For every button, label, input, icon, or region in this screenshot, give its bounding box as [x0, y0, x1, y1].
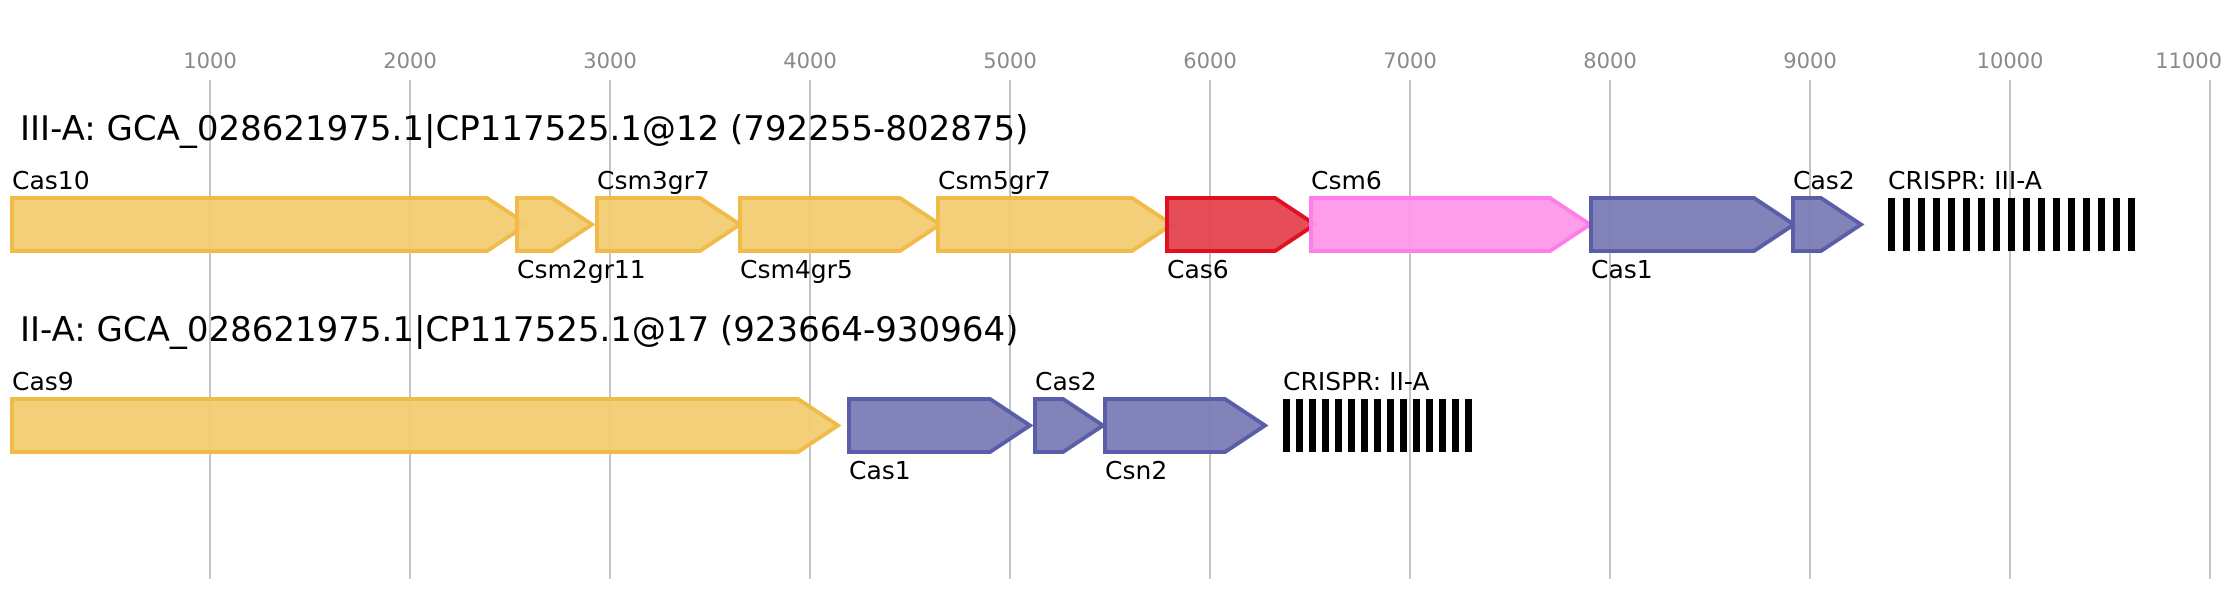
crispr-repeat [1335, 399, 1342, 452]
gene-label: Csm5gr7 [938, 166, 1051, 195]
crispr-repeat [1374, 399, 1381, 452]
crispr-repeat [1465, 399, 1472, 452]
gene-arrow-csm2gr11[interactable] [515, 196, 596, 253]
gene-label: Cas2 [1793, 166, 1855, 195]
gene-label: Cas2 [1035, 367, 1097, 396]
tick-label: 2000 [383, 49, 436, 73]
tick-label: 8000 [1583, 49, 1636, 73]
crispr-repeat [1933, 198, 1940, 251]
gene-label: Csm2gr11 [517, 255, 646, 284]
crispr-repeat [1948, 198, 1955, 251]
locus-title: III-A: GCA_028621975.1|CP117525.1@12 (79… [20, 109, 1028, 149]
gene-arrow-cas1[interactable] [1589, 196, 1798, 253]
locus-2: II-A: GCA_028621975.1|CP117525.1@17 (923… [10, 310, 1472, 485]
gene-label: Csm6 [1311, 166, 1382, 195]
gene-label: Csm4gr5 [740, 255, 853, 284]
crispr-repeat [1426, 399, 1433, 452]
gene-arrow-cas9[interactable] [10, 397, 842, 454]
gene-label: Cas1 [1591, 255, 1653, 284]
crispr-repeat [1903, 198, 1910, 251]
gene-arrow-cas10[interactable] [10, 196, 531, 253]
crispr-repeat [2083, 198, 2090, 251]
axis-grid: 1000 2000 3000 4000 5000 6000 7000 8000 9000 1000… [183, 49, 2222, 579]
gene-label: Csn2 [1105, 456, 1167, 485]
crispr-repeat [1413, 399, 1420, 452]
crispr-repeat [2128, 198, 2135, 251]
gene-label: Cas10 [12, 166, 90, 195]
crispr-array[interactable] [1888, 198, 2135, 251]
tick-label: 7000 [1383, 49, 1436, 73]
crispr-repeat [1439, 399, 1446, 452]
gene-arrow-cas6[interactable] [1165, 196, 1319, 253]
crispr-repeat [1283, 399, 1290, 452]
crispr-label: CRISPR: III-A [1888, 166, 2042, 195]
crispr-label: CRISPR: II-A [1283, 367, 1429, 396]
crispr-repeat [1361, 399, 1368, 452]
gene-arrow-cas1[interactable] [847, 397, 1034, 454]
locus-title: II-A: GCA_028621975.1|CP117525.1@17 (923… [20, 310, 1018, 350]
gene-arrow-csm6[interactable] [1309, 196, 1594, 253]
gene-label: Csm3gr7 [597, 166, 710, 195]
crispr-repeat [1296, 399, 1303, 452]
tick-label: 5000 [983, 49, 1036, 73]
crispr-repeat [2098, 198, 2105, 251]
gene-arrow-cas2[interactable] [1791, 196, 1865, 253]
tick-label: 11000 [2155, 49, 2222, 73]
crispr-repeat [1978, 198, 1985, 251]
crispr-repeat [1918, 198, 1925, 251]
gene-arrow-csn2[interactable] [1103, 397, 1269, 454]
tick-label: 3000 [583, 49, 636, 73]
crispr-repeat [2068, 198, 2075, 251]
crispr-repeat [1400, 399, 1407, 452]
tick-label: 1000 [183, 49, 236, 73]
crispr-repeat [1963, 198, 1970, 251]
crispr-repeat [1888, 198, 1895, 251]
gene-label: Cas9 [12, 367, 74, 396]
crispr-repeat [2023, 198, 2030, 251]
gene-label: Cas1 [849, 456, 911, 485]
crispr-repeat [2113, 198, 2120, 251]
gene-label: Cas6 [1167, 255, 1229, 284]
crispr-repeat [1993, 198, 2000, 251]
tick-label: 4000 [783, 49, 836, 73]
crispr-repeat [2038, 198, 2045, 251]
gene-arrow-cas2[interactable] [1033, 397, 1107, 454]
crispr-array[interactable] [1283, 399, 1472, 452]
crispr-repeat [2008, 198, 2015, 251]
tick-label: 9000 [1783, 49, 1836, 73]
locus-1: III-A: GCA_028621975.1|CP117525.1@12 (79… [10, 109, 2135, 284]
gene-arrow-csm3gr7[interactable] [595, 196, 744, 253]
crispr-repeat [1309, 399, 1316, 452]
gene-arrow-csm4gr5[interactable] [738, 196, 944, 253]
tick-label: 6000 [1183, 49, 1236, 73]
crispr-repeat [1348, 399, 1355, 452]
crispr-repeat [1452, 399, 1459, 452]
gene-arrow-csm5gr7[interactable] [936, 196, 1176, 253]
tick-label: 10000 [1977, 49, 2044, 73]
crispr-repeat [2053, 198, 2060, 251]
loci: III-A: GCA_028621975.1|CP117525.1@12 (79… [10, 109, 2135, 485]
crispr-repeat [1387, 399, 1394, 452]
crispr-repeat [1322, 399, 1329, 452]
